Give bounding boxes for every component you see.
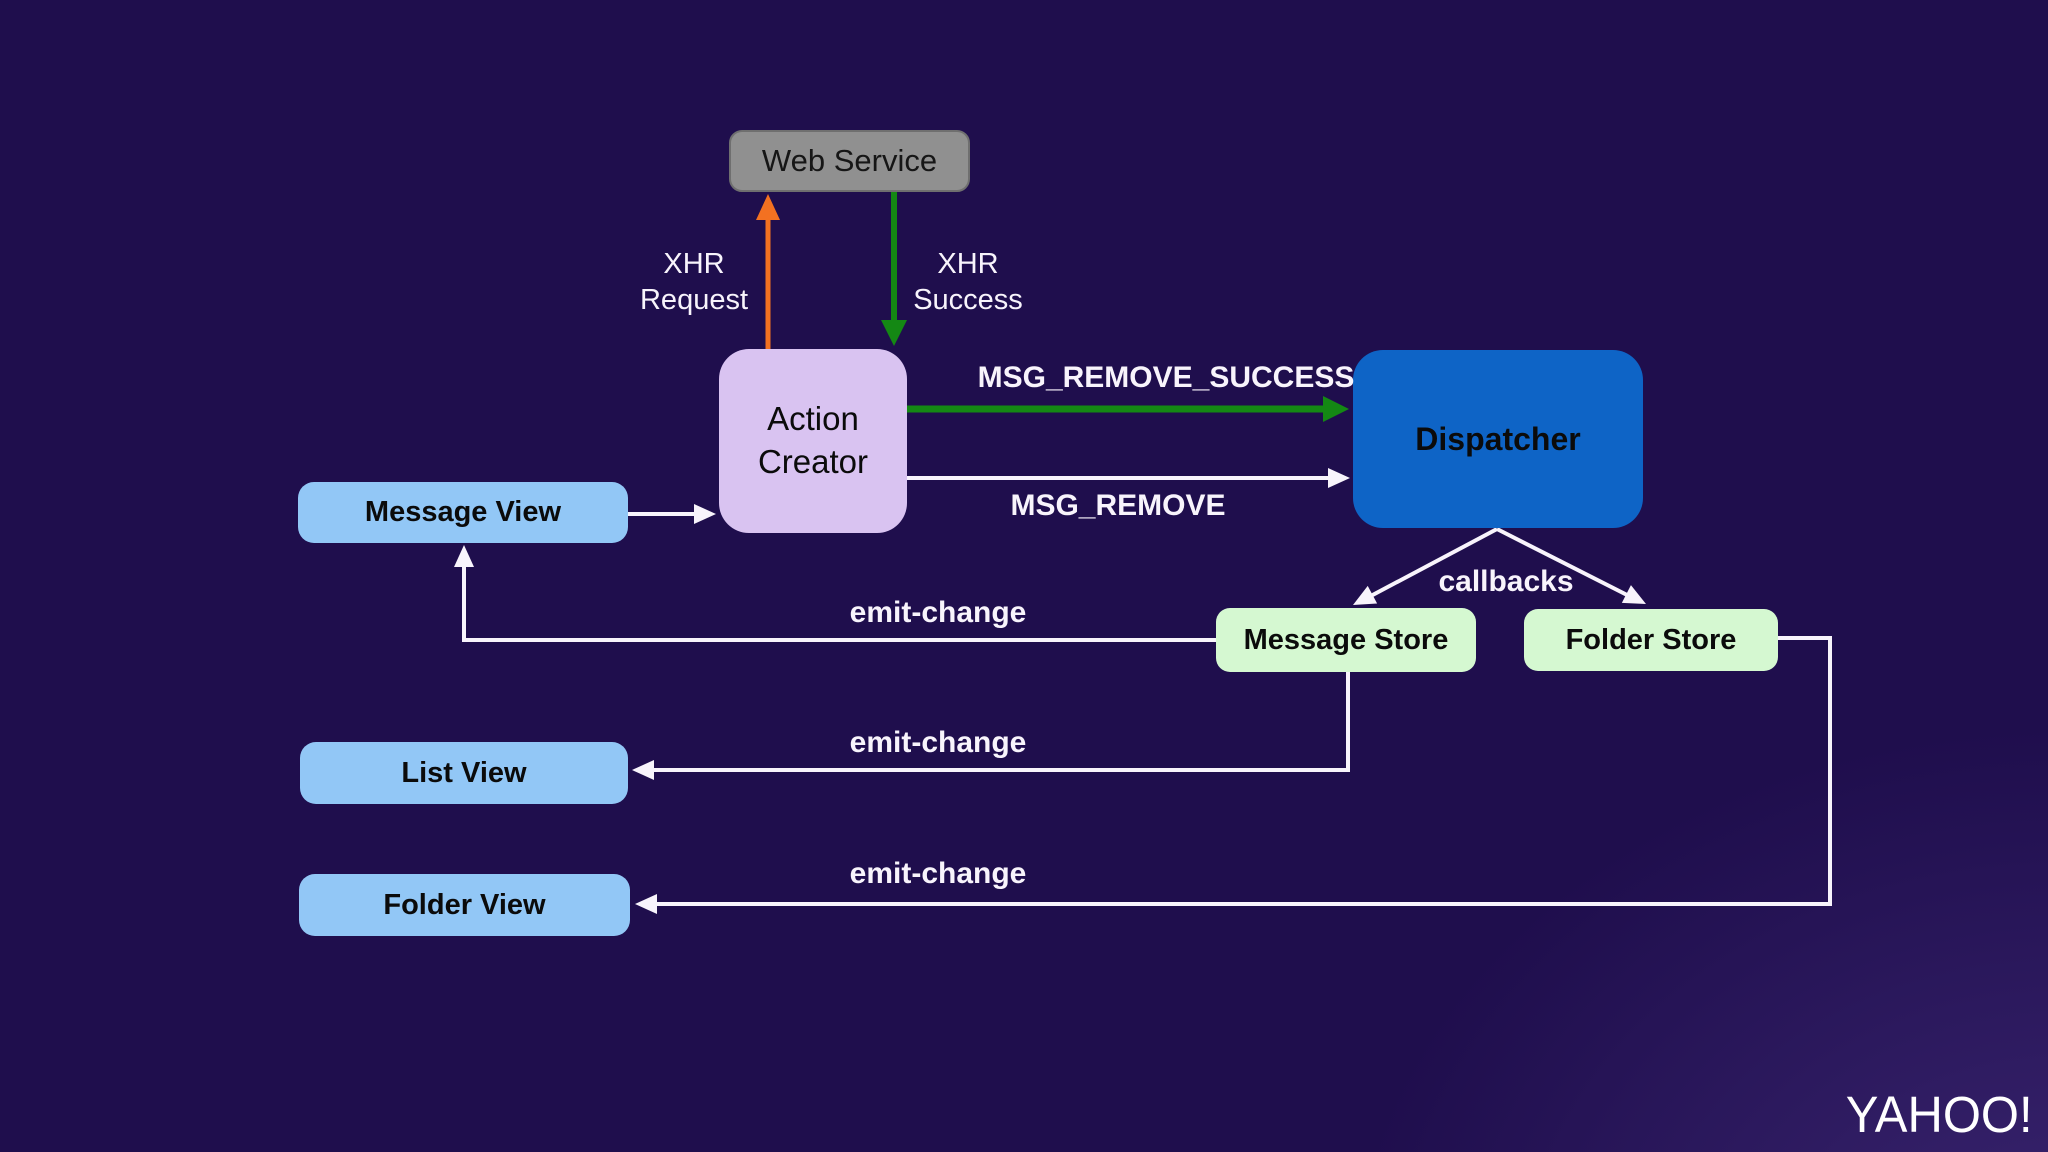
node-folder-view-label: Folder View: [383, 888, 546, 921]
arrow-xhr-request-head: [756, 194, 780, 220]
arrow-callbacks-to-folder-store-head: [1621, 585, 1646, 604]
label-xhr-request: XHR Request: [639, 248, 749, 316]
node-folder-store: Folder Store: [1524, 609, 1778, 671]
node-list-view-label: List View: [401, 756, 527, 789]
node-message-store-label: Message Store: [1243, 623, 1449, 656]
node-list-view: List View: [300, 742, 628, 804]
node-folder-view: Folder View: [299, 874, 630, 936]
label-xhr-success: XHR Success: [913, 248, 1023, 316]
node-action-creator: Action Creator: [719, 349, 907, 533]
label-emit-change-folder-view: emit-change: [849, 857, 1027, 890]
arrow-callbacks-to-folder-store: [1496, 527, 1634, 600]
node-web-service: Web Service: [729, 130, 970, 192]
arrow-emit-change-to-message-view-head: [454, 545, 474, 567]
node-dispatcher: Dispatcher: [1353, 350, 1643, 528]
label-emit-change-message-view: emit-change: [849, 596, 1027, 629]
node-action-creator-label: Action Creator: [757, 400, 869, 480]
node-message-store: Message Store: [1216, 608, 1476, 672]
node-folder-store-label: Folder Store: [1565, 623, 1737, 656]
label-msg-remove: MSG_REMOVE: [1010, 489, 1226, 522]
arrow-emit-change-to-list-view-head: [632, 760, 654, 780]
node-message-view: Message View: [298, 482, 628, 543]
arrow-emit-change-to-message-view: [462, 563, 1216, 642]
arrow-xhr-success-head: [881, 320, 907, 346]
node-dispatcher-label: Dispatcher: [1415, 420, 1581, 457]
arrow-message-view-to-action-creator-head: [694, 504, 716, 524]
node-web-service-label: Web Service: [761, 143, 938, 178]
label-msg-remove-success: MSG_REMOVE_SUCCESS: [977, 361, 1355, 394]
label-callbacks: callbacks: [1438, 565, 1574, 598]
node-message-view-label: Message View: [364, 496, 562, 528]
arrow-callbacks-to-message-store: [1366, 527, 1498, 600]
label-emit-change-list-view: emit-change: [849, 726, 1027, 759]
yahoo-logo: YAHOO!: [1846, 1086, 2033, 1143]
arrow-callbacks-to-message-store-head: [1353, 585, 1378, 605]
arrow-msg-remove-head: [1328, 468, 1350, 488]
arrow-msg-remove-success-head: [1323, 396, 1349, 422]
arrow-emit-change-to-folder-view: [652, 636, 1832, 906]
arrow-emit-change-to-list-view: [648, 672, 1350, 772]
arrow-emit-change-to-folder-view-head: [635, 894, 657, 914]
